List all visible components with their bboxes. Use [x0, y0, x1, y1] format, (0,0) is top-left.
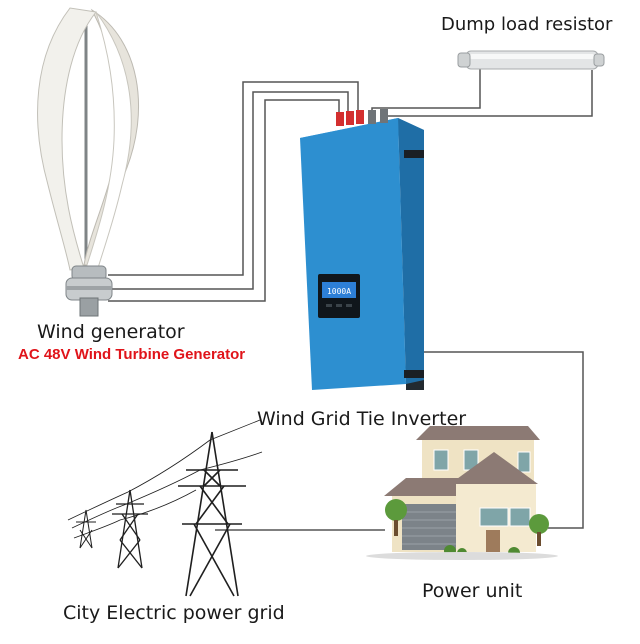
power-grid-label: City Electric power grid	[63, 602, 285, 624]
tree-right	[529, 514, 549, 534]
wind-turbine	[37, 7, 140, 317]
power-unit-label: Power unit	[422, 580, 523, 602]
lcd-screen	[322, 282, 356, 298]
wire-generator-2	[108, 91, 349, 290]
terminal-red-2	[346, 111, 354, 125]
transmission-tower-small	[76, 509, 96, 549]
dump-load-resistor	[457, 50, 605, 70]
wire-generator-1	[108, 81, 359, 276]
grid-tie-inverter: 1000A	[300, 109, 424, 390]
wire-inverter-house	[420, 351, 584, 529]
garage-door	[402, 504, 460, 550]
turbine-spec-label: AC 48V Wind Turbine Generator	[18, 346, 246, 363]
wire-dump-load-1	[371, 68, 481, 120]
terminal-grey-2	[380, 109, 388, 123]
transmission-tower-medium	[112, 489, 148, 569]
generator-base	[79, 297, 99, 317]
terminal-red-1	[336, 112, 344, 126]
inverter-label: Wind Grid Tie Inverter	[257, 408, 467, 430]
power-unit-house	[366, 426, 558, 560]
dump-load-label: Dump load resistor	[441, 14, 613, 35]
inverter-front	[300, 118, 406, 390]
terminal-red-3	[356, 110, 364, 124]
wind-generator-label: Wind generator	[37, 321, 185, 343]
power-grid	[67, 419, 263, 597]
lcd-reading: 1000A	[327, 287, 351, 296]
wire-generator-3	[108, 99, 340, 302]
transmission-tower-large	[178, 431, 246, 597]
tree-left	[385, 499, 407, 521]
wire-dump-load-2	[383, 70, 593, 120]
terminal-grey-1	[368, 110, 376, 124]
